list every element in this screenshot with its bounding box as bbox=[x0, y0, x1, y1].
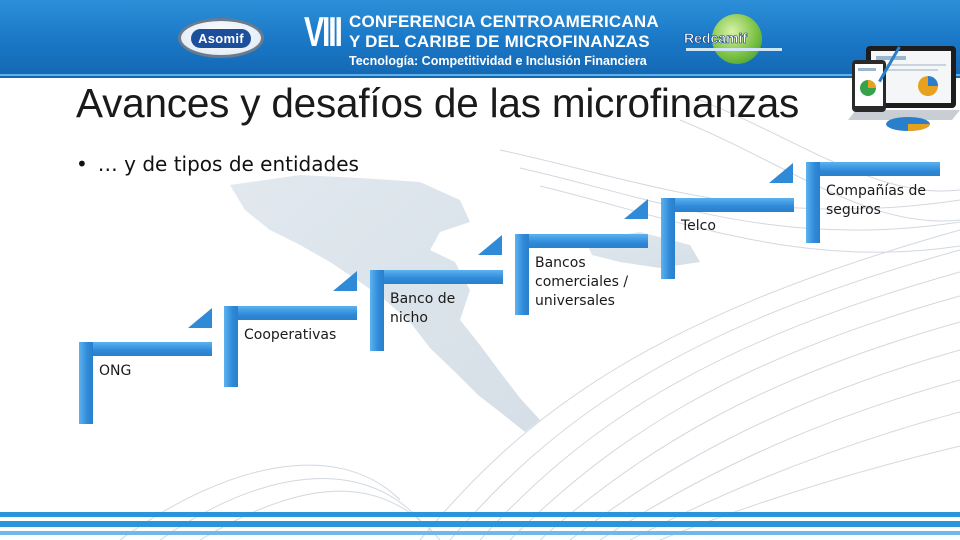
header-banner: Asomif VIII CONFERENCIA CENTROAMERICANA … bbox=[0, 0, 960, 78]
step-side-bar bbox=[224, 306, 238, 387]
step-top-bar bbox=[370, 270, 503, 284]
globe-icon bbox=[712, 14, 762, 64]
step-label: ONG bbox=[99, 363, 132, 379]
step-label: Telco bbox=[681, 218, 716, 234]
laptop-tablet-illustration bbox=[848, 46, 960, 131]
redcamif-logo-text: Redcamif bbox=[684, 30, 748, 47]
step-arrow-tip bbox=[188, 308, 212, 328]
step-top-bar bbox=[661, 198, 794, 212]
footer-stripe bbox=[0, 521, 960, 527]
conference-subtitle: Tecnología: Competitividad e Inclusión F… bbox=[349, 54, 647, 68]
step-label: Cooperativas bbox=[244, 327, 337, 343]
step-arrow-tip bbox=[333, 271, 357, 291]
bullet-text: … y de tipos de entidades bbox=[97, 152, 359, 176]
step-top-bar bbox=[806, 162, 940, 176]
asomif-logo-text: Asomif bbox=[191, 29, 251, 48]
bullet-marker: • bbox=[76, 152, 88, 176]
step-arrow-tip bbox=[478, 235, 502, 255]
step-side-bar bbox=[79, 342, 93, 424]
step-side-bar bbox=[515, 234, 529, 315]
step-top-bar bbox=[79, 342, 212, 356]
footer-stripe bbox=[0, 512, 960, 517]
step-arrow-tip bbox=[624, 199, 648, 219]
footer-stripe bbox=[0, 531, 960, 535]
step-top-bar bbox=[224, 306, 357, 320]
redcamif-logo: Redcamif bbox=[684, 14, 784, 66]
conference-edition: VIII bbox=[304, 8, 343, 55]
banner-stripe bbox=[0, 74, 960, 76]
conference-title-line2: Y DEL CARIBE DE MICROFINANZAS bbox=[349, 32, 650, 51]
step-side-bar bbox=[806, 162, 820, 243]
asomif-logo: Asomif bbox=[178, 18, 264, 58]
step-arrow-tip bbox=[769, 163, 793, 183]
step-side-bar bbox=[370, 270, 384, 351]
redcamif-tagline-line bbox=[686, 48, 782, 51]
slide-title: Avances y desafíos de las microfinanzas bbox=[76, 80, 800, 126]
bullet-point: • … y de tipos de entidades bbox=[76, 152, 359, 176]
conference-title-line1: CONFERENCIA CENTROAMERICANA bbox=[349, 12, 659, 31]
step-label: Banco de nicho bbox=[390, 291, 456, 326]
step-label: Compañías de seguros bbox=[826, 183, 927, 218]
step-top-bar bbox=[515, 234, 648, 248]
step-side-bar bbox=[661, 198, 675, 279]
step-label: Bancos comerciales / universales bbox=[535, 255, 629, 309]
